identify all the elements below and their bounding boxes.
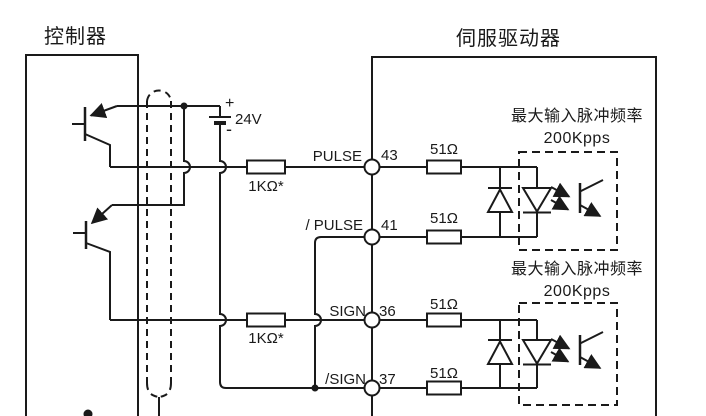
resistor-51-sign (426, 312, 462, 328)
resistor-1k-sign-label: 1KΩ* (248, 330, 284, 347)
resistor-1k-pulse (246, 159, 286, 175)
resistor-51-sign-n-label: 51Ω (430, 365, 458, 382)
phototransistor-icon (578, 331, 604, 369)
terminal-pulse (363, 158, 381, 176)
phototransistor-icon (578, 179, 604, 217)
controller-box (25, 54, 139, 416)
optocoupler-pulse (486, 151, 618, 251)
terminal-sign-n (363, 379, 381, 397)
battery-icon (209, 106, 231, 125)
terminal-label-pulse: PULSE (312, 148, 362, 165)
light-arrow (550, 195, 570, 211)
wire-0v-return (219, 125, 365, 389)
optocoupler-sign (486, 302, 618, 406)
led-icon (521, 187, 553, 214)
battery-voltage-label: 24V (235, 111, 262, 128)
controller-box-title: 控制器 (44, 26, 107, 48)
max-frequency-note-1: 最大输入脉冲频率 200Kpps (503, 106, 651, 150)
resistor-51-sign-n (426, 380, 462, 396)
pin-number-pulse-n: 41 (381, 217, 398, 234)
resistor-51-pulse-n (426, 229, 462, 245)
battery-plus-label: + (225, 95, 235, 112)
max-frequency-note-1-line2: 200Kpps (543, 130, 611, 147)
servo-drive-box-title: 伺服驱动器 (456, 28, 561, 50)
max-frequency-note-2: 最大输入脉冲频率 200Kpps (503, 259, 651, 303)
pin-number-sign-n: 37 (379, 371, 396, 388)
optocoupler-box (518, 151, 618, 251)
terminal-sign (363, 311, 381, 329)
terminal-label-pulse-n: / PULSE (305, 217, 363, 234)
resistor-1k-sign (246, 312, 286, 328)
resistor-51-pulse-label: 51Ω (430, 141, 458, 158)
junction-dot (180, 102, 188, 110)
resistor-51-pulse-n-label: 51Ω (430, 210, 458, 227)
light-arrow (550, 347, 570, 363)
light-arrow (550, 182, 571, 198)
light-arrow (550, 334, 571, 350)
max-frequency-note-1-line1: 最大输入脉冲频率 (510, 108, 643, 125)
resistor-51-sign-label: 51Ω (430, 296, 458, 313)
terminal-label-sign: SIGN (329, 303, 366, 320)
pnp-transistor-q1-icon (72, 103, 118, 167)
led-icon (521, 339, 553, 366)
pnp-transistor-q2-icon (73, 204, 113, 320)
terminal-pulse-n (363, 228, 381, 246)
terminal-label-sign-n: /SIGN (325, 371, 366, 388)
shield-cable-icon (146, 89, 172, 398)
protection-diode-icon (486, 339, 514, 365)
optocoupler-box (518, 302, 618, 406)
junction-dot (83, 409, 93, 416)
wire-q2-emitter-feed (112, 106, 191, 206)
max-frequency-note-2-line1: 最大输入脉冲频率 (510, 261, 643, 278)
resistor-51-pulse (426, 159, 462, 175)
resistor-1k-pulse-label: 1KΩ* (248, 178, 284, 195)
junction-dot (311, 384, 319, 392)
pin-number-sign: 36 (379, 303, 396, 320)
protection-diode-icon (486, 187, 514, 213)
pin-number-pulse: 43 (381, 147, 398, 164)
battery-minus-label: - (226, 119, 232, 139)
max-frequency-note-2-line2: 200Kpps (543, 283, 611, 300)
